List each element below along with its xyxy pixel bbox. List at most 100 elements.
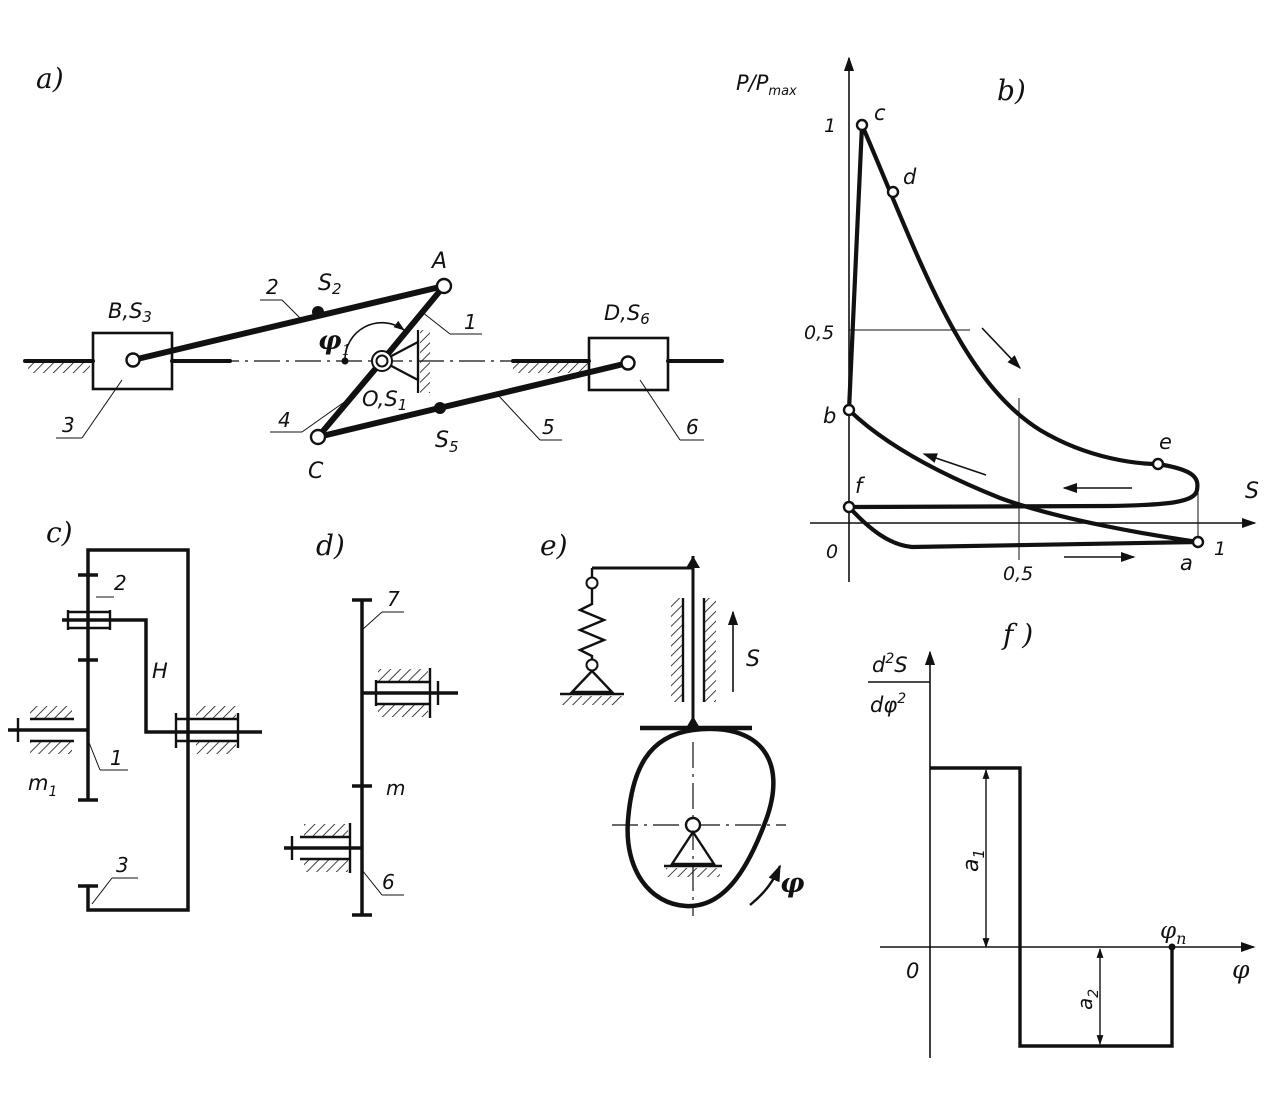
pv-y-axis-label: P/Pmax bbox=[736, 71, 797, 99]
leader-c-1: 1 bbox=[87, 739, 128, 771]
weld-top bbox=[686, 556, 700, 568]
panel-c-planetary-gear: c) H bbox=[8, 516, 262, 912]
pv-arrow-compression bbox=[922, 453, 987, 476]
pv-point-c bbox=[855, 118, 869, 132]
bearing-upper bbox=[362, 668, 458, 718]
pv-point-e bbox=[1151, 457, 1165, 471]
pv-label-d: d bbox=[903, 165, 917, 189]
centroid-s5 bbox=[434, 402, 446, 414]
pv-x-axis-label: S bbox=[1245, 479, 1259, 504]
label-d: D,S6 bbox=[604, 301, 650, 328]
panel-f-acceleration: f ) d2S dφ2 0 φ φn a1 a2 bbox=[868, 618, 1256, 1058]
pv-label-e: e bbox=[1159, 430, 1172, 454]
svg-text:7: 7 bbox=[387, 587, 400, 611]
leader-4: 4 bbox=[270, 397, 351, 433]
label-s5: S5 bbox=[435, 428, 459, 456]
label-phi1: φ1 bbox=[318, 326, 351, 359]
ground-right bbox=[511, 359, 724, 373]
label-o: O,S1 bbox=[362, 387, 407, 414]
cam-support bbox=[669, 829, 717, 866]
leader-5: 5 bbox=[497, 394, 562, 441]
pv-curve-compression-a-b bbox=[846, 407, 1201, 545]
panel-b-label: b) bbox=[997, 74, 1026, 107]
centroid-s2 bbox=[312, 306, 324, 318]
joint-d bbox=[620, 355, 636, 371]
slider-b bbox=[91, 331, 174, 391]
carrier-h-label: H bbox=[152, 659, 168, 683]
slider-d bbox=[587, 336, 670, 392]
cam-ground-hatch bbox=[666, 868, 720, 877]
carrier-h bbox=[114, 618, 238, 734]
module-m1-label: m1 bbox=[28, 771, 57, 800]
joint-a bbox=[435, 277, 453, 295]
bearing-right bbox=[174, 706, 262, 754]
link-1-crank bbox=[379, 283, 447, 364]
svg-text:2: 2 bbox=[114, 571, 127, 595]
amp2-label: a2 bbox=[1073, 989, 1102, 1010]
label-s2: S2 bbox=[318, 271, 342, 298]
label-b: B,S3 bbox=[108, 299, 152, 326]
accel-y-label-num: d2S bbox=[872, 651, 908, 677]
joint-b bbox=[125, 352, 141, 368]
leader-1: 1 bbox=[421, 310, 482, 335]
leader-c-3: 3 bbox=[91, 853, 138, 905]
pv-point-b bbox=[842, 403, 856, 417]
pv-origin: 0 bbox=[826, 541, 838, 563]
leader-2: 2 bbox=[260, 275, 301, 319]
svg-text:1: 1 bbox=[464, 310, 477, 334]
pv-x-tick-1: 1 bbox=[1214, 538, 1226, 560]
rotation-label: φ bbox=[780, 868, 805, 899]
panel-a-label: a) bbox=[36, 62, 64, 95]
accel-x-label: φ bbox=[1232, 955, 1250, 984]
label-a: A bbox=[430, 249, 447, 274]
spring-bottom-joint bbox=[585, 658, 599, 672]
accel-origin: 0 bbox=[906, 959, 919, 983]
leader-c-2: 2 bbox=[96, 571, 127, 598]
phi-arc bbox=[344, 320, 405, 362]
svg-text:1: 1 bbox=[110, 746, 123, 770]
pv-point-f bbox=[842, 500, 856, 514]
svg-text:6: 6 bbox=[382, 870, 395, 894]
pv-point-a bbox=[1191, 535, 1205, 549]
bearing-left bbox=[30, 706, 74, 754]
pv-x-tick-05: 0,5 bbox=[1003, 563, 1033, 585]
svg-text:4: 4 bbox=[278, 408, 291, 432]
pv-label-a: a bbox=[1180, 551, 1193, 575]
phi-ref-dot bbox=[341, 357, 349, 365]
pv-label-b: b bbox=[823, 404, 836, 428]
panel-c-label: c) bbox=[46, 516, 73, 549]
leader-d-7: 7 bbox=[361, 587, 404, 631]
phase-end-label: φn bbox=[1160, 918, 1186, 948]
module-m-label: m bbox=[386, 776, 405, 800]
bearing-lower bbox=[284, 823, 362, 873]
pv-y-tick-1: 1 bbox=[824, 115, 836, 137]
panel-d-label: d) bbox=[316, 529, 345, 562]
pv-curve-expansion bbox=[846, 122, 1200, 510]
spring-ground-hatch bbox=[562, 696, 622, 705]
link-2 bbox=[130, 283, 447, 363]
link-4-crank bbox=[315, 358, 385, 440]
pv-y-tick-05: 0,5 bbox=[804, 322, 834, 344]
panel-e-cam: e) S φ bbox=[540, 529, 805, 916]
panel-f-label: f ) bbox=[1001, 618, 1033, 651]
pv-curve-intake bbox=[846, 504, 1201, 550]
label-c: C bbox=[308, 459, 324, 484]
joint-c bbox=[309, 428, 327, 446]
leader-d-6: 6 bbox=[361, 869, 404, 896]
panel-b-indicator-diagram: b) P/Pmax S 0 1 0,5 0,5 1 c d b e bbox=[736, 56, 1259, 585]
spring bbox=[576, 589, 608, 660]
ground-left bbox=[23, 359, 232, 373]
svg-text:3: 3 bbox=[62, 413, 75, 437]
ring-gear-3-housing bbox=[86, 548, 190, 912]
spring-support bbox=[569, 669, 615, 694]
planet-bearing bbox=[62, 610, 114, 630]
weld-bottom bbox=[686, 716, 700, 728]
amp1-label: a1 bbox=[959, 849, 988, 872]
leader-3: 3 bbox=[56, 379, 123, 439]
rotation-arrow bbox=[749, 864, 782, 906]
follower-guides bbox=[671, 598, 716, 702]
panel-a-mechanism: a) bbox=[23, 62, 724, 484]
spring-top-joint bbox=[585, 576, 599, 590]
leader-6: 6 bbox=[639, 379, 704, 441]
